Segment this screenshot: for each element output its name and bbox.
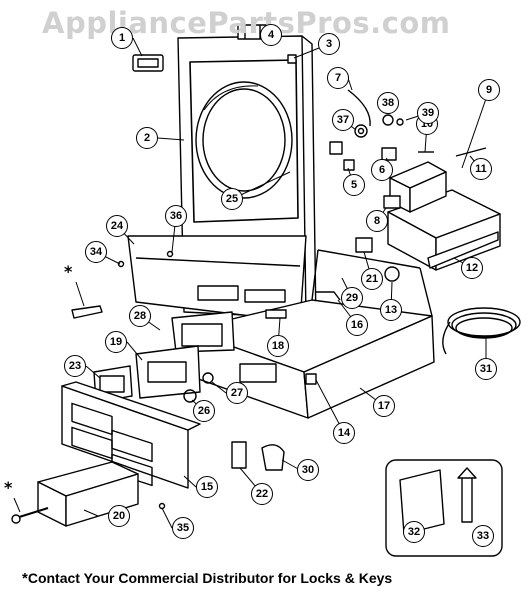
coin-drawer-drawing	[11, 461, 139, 527]
callout-4: 4	[260, 24, 282, 46]
callout-1: 1	[111, 27, 133, 49]
callout-28: 28	[129, 305, 151, 327]
callout-6: 6	[371, 159, 393, 181]
callout-22: 22	[251, 483, 273, 505]
callout-8: 8	[366, 210, 388, 232]
callout-17: 17	[373, 395, 395, 417]
control-panel-drawing	[61, 381, 201, 489]
callout-32: 32	[403, 521, 425, 543]
wire-coil-drawing	[442, 307, 521, 355]
callout-13: 13	[380, 299, 402, 321]
callout-7: 7	[327, 67, 349, 89]
callout-2: 2	[136, 127, 158, 149]
small-parts-drawing	[265, 89, 487, 319]
callout-14: 14	[333, 422, 355, 444]
callout-9: 9	[478, 79, 500, 101]
callout-30: 30	[297, 459, 319, 481]
callout-29: 29	[341, 287, 363, 309]
callout-3: 3	[318, 33, 340, 55]
footnote: *Contact Your Commercial Distributor for…	[22, 570, 392, 587]
callout-24: 24	[106, 215, 128, 237]
hardware-drawing	[71, 54, 317, 510]
callout-12: 12	[461, 257, 483, 279]
callout-16: 16	[346, 314, 368, 336]
callout-21: 21	[361, 268, 383, 290]
callout-18: 18	[267, 335, 289, 357]
footnote-star: *	[22, 570, 28, 587]
base-cabinet-drawing	[185, 249, 435, 419]
callout-26: 26	[193, 400, 215, 422]
callout-20: 20	[108, 505, 130, 527]
top-plate-drawing	[132, 54, 164, 72]
asterisk-drawer-marker: *	[4, 478, 13, 497]
asterisk-lock-marker: *	[64, 262, 73, 281]
callout-5: 5	[343, 174, 365, 196]
callout-35: 35	[172, 517, 194, 539]
watermark-text: AppliancePartsPros.com	[42, 6, 451, 40]
callout-27: 27	[226, 382, 248, 404]
callout-37: 37	[332, 109, 354, 131]
callout-31: 31	[475, 358, 497, 380]
callout-38: 38	[377, 92, 399, 114]
callout-15: 15	[196, 476, 218, 498]
callout-19: 19	[105, 331, 127, 353]
control-console-drawing	[93, 311, 235, 403]
heater-box-drawing	[387, 189, 501, 271]
footnote-text: Contact Your Commercial Distributor for …	[27, 570, 393, 586]
callout-36: 36	[165, 205, 187, 227]
callout-25: 25	[221, 188, 243, 210]
callout-23: 23	[64, 355, 86, 377]
callout-34: 34	[85, 241, 107, 263]
callout-33: 33	[472, 525, 494, 547]
callout-11: 11	[470, 158, 492, 180]
callout-39: 39	[417, 102, 439, 124]
mount-bracket-drawing	[389, 161, 447, 213]
